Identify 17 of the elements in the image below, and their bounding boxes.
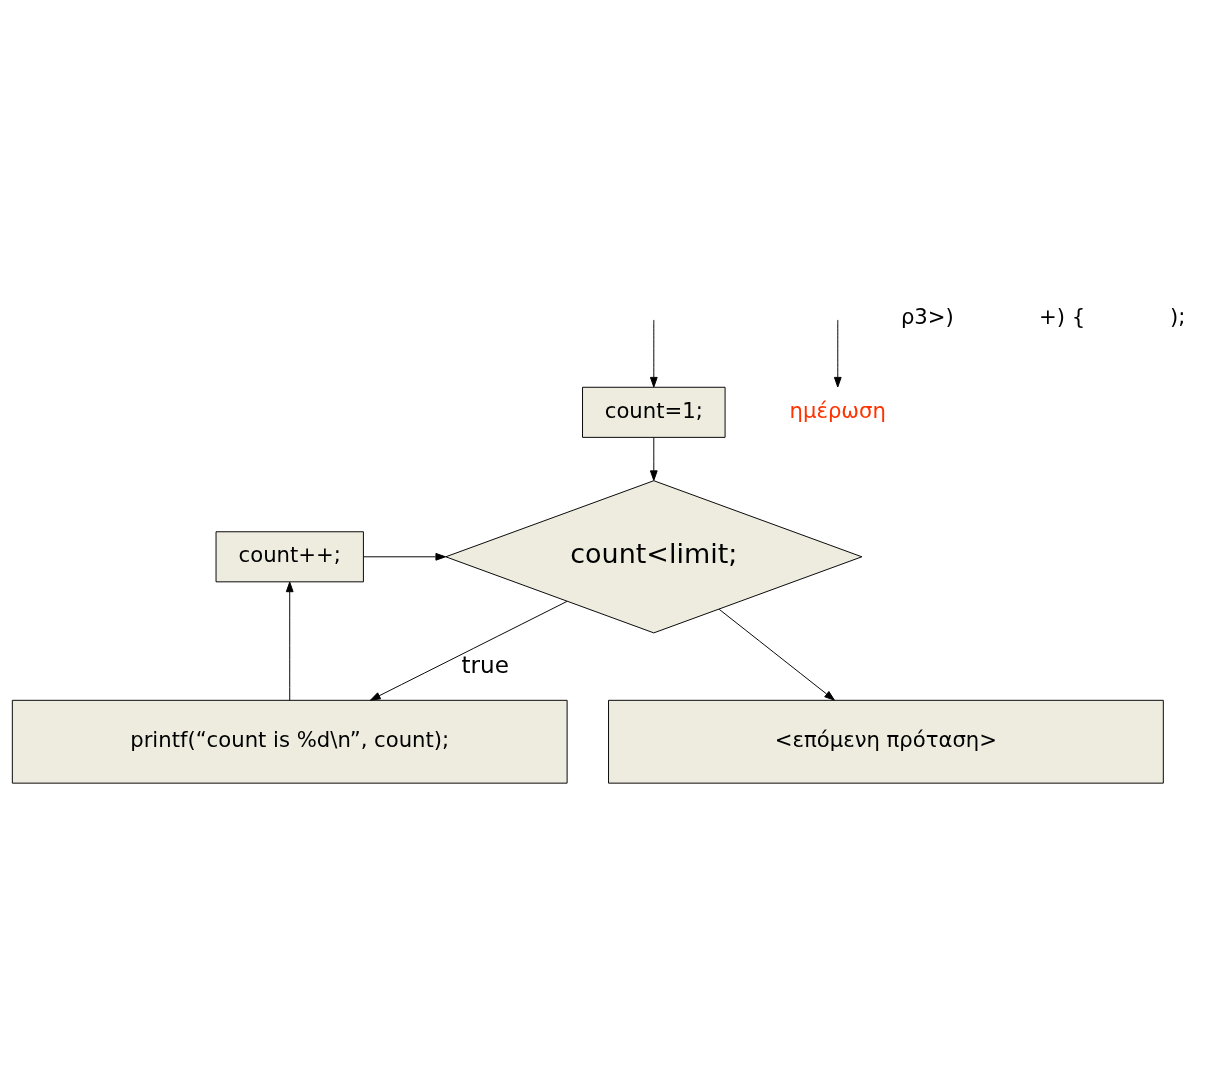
arrow (285, 581, 294, 701)
node-box: count=1; (582, 386, 726, 438)
arrow (718, 608, 835, 701)
arrow (649, 318, 658, 387)
edge-label: true (461, 651, 509, 678)
label: ρ3>) (900, 303, 954, 329)
node-text: ημέρωση (789, 397, 886, 423)
node-diamond: count<limit; (445, 479, 863, 633)
node-box: printf(“count is %d\n”, count); (11, 699, 568, 784)
label: ); (1170, 303, 1186, 329)
label: +) { (1039, 303, 1086, 329)
arrow (363, 552, 447, 561)
arrow (833, 318, 842, 387)
node-box: <επόμενη πρόταση> (608, 699, 1164, 784)
arrow (649, 436, 658, 481)
node-box: count++; (215, 530, 364, 582)
arrow (370, 600, 568, 701)
